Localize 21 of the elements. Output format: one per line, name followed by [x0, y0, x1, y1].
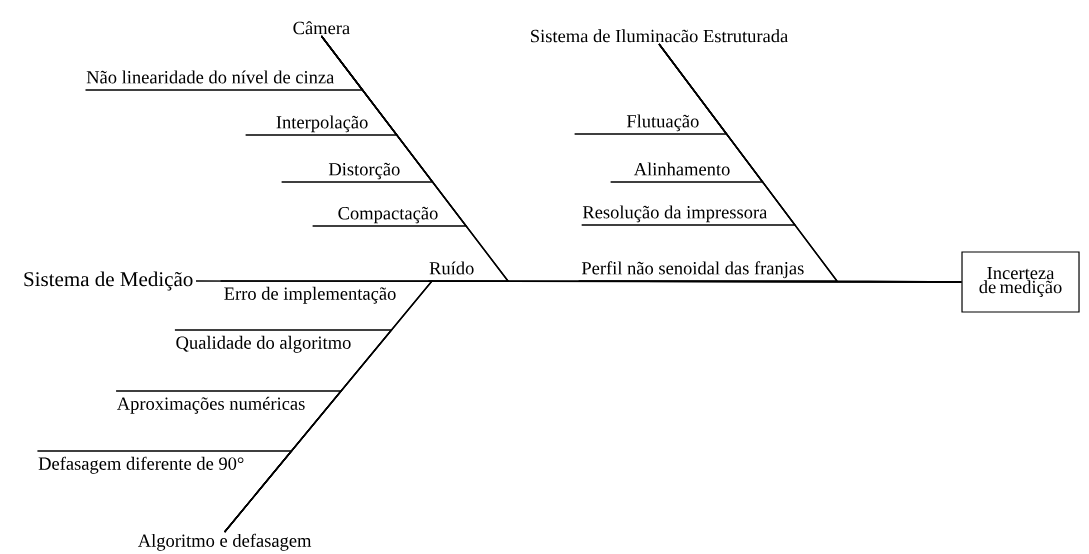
cause-label: Não linearidade do nível de cinza	[86, 70, 335, 84]
cause-label: Flutuação	[626, 114, 699, 132]
cause-label: Aproximações numéricas	[116, 396, 305, 414]
cause-label: Erro de implementação	[224, 286, 396, 304]
cause-label: Ruído	[429, 261, 474, 275]
cause-label: Distorção	[328, 162, 400, 180]
cause-label: Interpolação	[276, 115, 368, 133]
category-label: Sistema de Iluminacão Estruturada	[531, 29, 788, 43]
branch-line	[577, 43, 839, 282]
branch-line	[320, 35, 510, 282]
cause-label: Resolução da impressora	[582, 205, 768, 223]
cause-label: Alinhamento	[633, 162, 730, 176]
cause-label: Defasagem diferente de 90°	[38, 456, 244, 474]
cause-label: Qualidade do algoritmo	[176, 335, 351, 353]
category-label: Algoritmo e defasagem	[137, 533, 312, 551]
branch-line	[36, 450, 294, 533]
cause-label: Compactação	[338, 206, 438, 224]
category-label: Sistema de Medição	[24, 271, 193, 291]
effect-box: Incerteza de medição	[961, 251, 1080, 313]
category-label: Câmera	[293, 21, 350, 35]
cause-label: Perfil não senoidal das franjas	[581, 261, 804, 279]
